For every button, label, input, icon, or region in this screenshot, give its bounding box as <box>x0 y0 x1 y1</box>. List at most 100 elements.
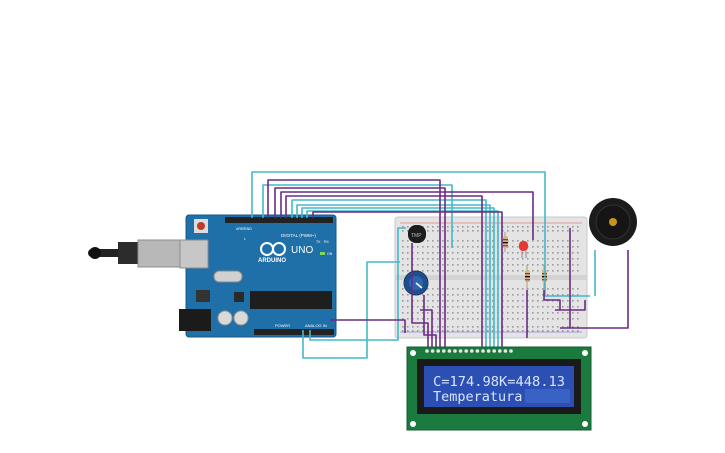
breadboard-hole <box>557 240 559 242</box>
breadboard-hole <box>447 306 449 308</box>
breadboard-hole <box>517 230 519 232</box>
breadboard-hole <box>437 294 439 296</box>
breadboard-hole <box>407 230 409 232</box>
breadboard-hole <box>437 264 439 266</box>
arduino-model-text: UNO <box>291 245 313 256</box>
lcd-pin <box>453 349 457 353</box>
breadboard-hole <box>522 288 524 290</box>
breadboard-hole <box>487 230 489 232</box>
breadboard-hole <box>562 270 564 272</box>
breadboard-hole <box>572 246 574 248</box>
breadboard-hole <box>467 306 469 308</box>
breadboard-hole <box>467 326 469 328</box>
breadboard-hole <box>452 318 454 320</box>
breadboard-hole <box>437 318 439 320</box>
breadboard-hole <box>557 318 559 320</box>
breadboard-hole <box>522 318 524 320</box>
breadboard-hole <box>577 240 579 242</box>
breadboard-hole <box>552 294 554 296</box>
breadboard-hole <box>462 240 464 242</box>
breadboard-hole <box>402 230 404 232</box>
breadboard-hole <box>492 252 494 254</box>
breadboard-hole <box>402 252 404 254</box>
tx-label: TX <box>316 240 321 244</box>
breadboard-hole <box>442 246 444 248</box>
breadboard-hole <box>512 270 514 272</box>
breadboard-hole <box>492 326 494 328</box>
breadboard-hole <box>442 258 444 260</box>
breadboard-hole <box>402 318 404 320</box>
breadboard-hole <box>417 300 419 302</box>
breadboard-hole <box>452 258 454 260</box>
breadboard-hole <box>427 288 429 290</box>
breadboard-hole <box>477 230 479 232</box>
breadboard-hole <box>457 230 459 232</box>
breadboard <box>394 216 588 339</box>
wire-cyan-6 <box>306 210 499 347</box>
breadboard-hole <box>542 326 544 328</box>
breadboard-hole <box>427 252 429 254</box>
breadboard-hole <box>432 288 434 290</box>
breadboard-hole <box>577 294 579 296</box>
breadboard-hole <box>457 306 459 308</box>
breadboard-hole <box>452 306 454 308</box>
on-led <box>320 252 325 255</box>
breadboard-hole <box>472 288 474 290</box>
resistor-1 <box>503 232 508 252</box>
breadboard-hole <box>447 294 449 296</box>
breadboard-hole <box>437 240 439 242</box>
breadboard-hole <box>512 258 514 260</box>
lcd-line-1: C=174.98K=448.13 <box>433 374 565 390</box>
breadboard-hole <box>562 264 564 266</box>
breadboard-hole <box>417 264 419 266</box>
breadboard-hole <box>522 226 524 228</box>
breadboard-hole <box>437 300 439 302</box>
breadboard-hole <box>532 288 534 290</box>
breadboard-hole <box>407 264 409 266</box>
breadboard-hole <box>542 230 544 232</box>
breadboard-hole <box>572 240 574 242</box>
breadboard-hole <box>487 240 489 242</box>
breadboard-hole <box>562 226 564 228</box>
breadboard-hole <box>542 258 544 260</box>
breadboard-hole <box>547 306 549 308</box>
breadboard-hole <box>562 258 564 260</box>
breadboard-hole <box>492 264 494 266</box>
breadboard-hole <box>457 270 459 272</box>
breadboard-hole <box>447 330 449 332</box>
breadboard-hole <box>472 252 474 254</box>
breadboard-hole <box>437 288 439 290</box>
breadboard-hole <box>447 300 449 302</box>
breadboard-hole <box>422 294 424 296</box>
breadboard-hole <box>532 240 534 242</box>
breadboard-hole <box>432 258 434 260</box>
breadboard-hole <box>537 246 539 248</box>
breadboard-hole <box>572 288 574 290</box>
breadboard-hole <box>422 330 424 332</box>
breadboard-hole <box>417 330 419 332</box>
breadboard-hole <box>467 330 469 332</box>
breadboard-hole <box>572 226 574 228</box>
wire-purple-14 <box>543 290 561 310</box>
lcd-pin <box>464 349 469 353</box>
reset-button <box>197 222 205 230</box>
breadboard-hole <box>547 258 549 260</box>
breadboard-hole <box>532 318 534 320</box>
breadboard-hole <box>417 306 419 308</box>
breadboard-hole <box>427 294 429 296</box>
breadboard-hole <box>492 226 494 228</box>
breadboard-hole <box>492 294 494 296</box>
breadboard-hole <box>457 318 459 320</box>
breadboard-hole <box>567 288 569 290</box>
breadboard-hole <box>512 312 514 314</box>
breadboard-hole <box>477 240 479 242</box>
breadboard-hole <box>562 306 564 308</box>
breadboard-hole <box>512 226 514 228</box>
breadboard-hole <box>552 226 554 228</box>
lcd-pin <box>486 349 491 353</box>
breadboard-hole <box>517 258 519 260</box>
breadboard-hole <box>462 288 464 290</box>
breadboard-hole <box>547 270 549 272</box>
wires <box>251 171 629 359</box>
breadboard-hole <box>577 326 579 328</box>
